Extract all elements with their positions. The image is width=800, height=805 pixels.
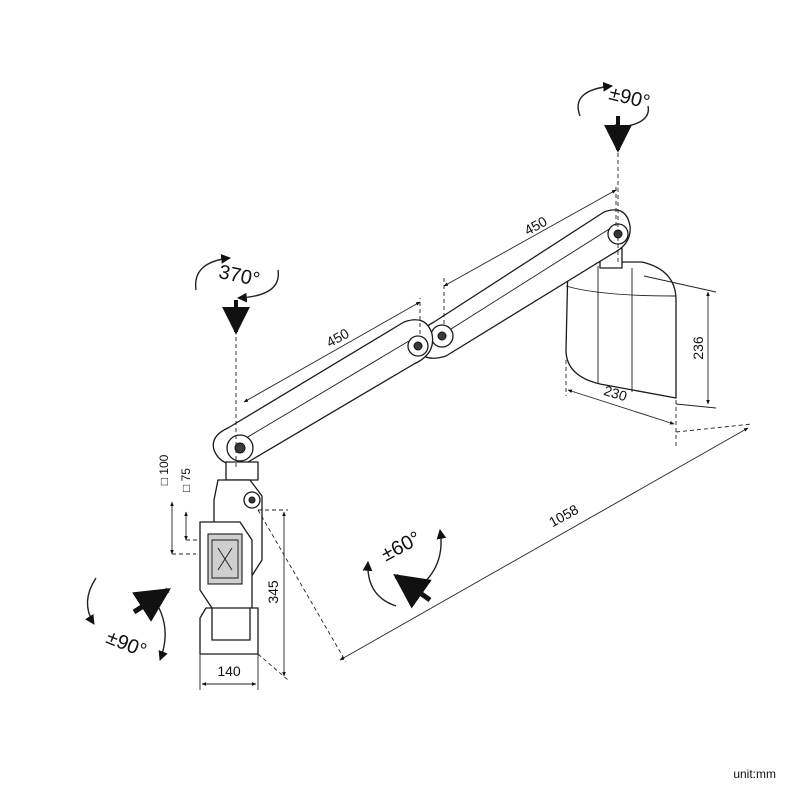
dim-vesa: □ 100 □ 75: [157, 454, 200, 555]
dim-label-upper-arm: 450: [323, 325, 351, 350]
rotation-label-base: ±90°: [607, 83, 652, 114]
dim-base-width: 230: [565, 360, 677, 448]
dim-head-width: 140: [199, 654, 259, 690]
dim-label-base-height: 236: [690, 336, 706, 360]
dim-label-head-width: 140: [217, 663, 241, 679]
rotation-monitor: ±90°: [85, 577, 171, 663]
dim-label-head-height: 345: [265, 580, 281, 604]
vesa-label-75: □ 75: [179, 468, 193, 492]
rotation-label-monitor: ±90°: [103, 627, 149, 663]
dim-label-base-width: 230: [602, 382, 629, 404]
vesa-label-100: □ 100: [157, 454, 171, 485]
monitor-head: [199, 461, 263, 655]
dim-head-height: 345: [257, 509, 289, 681]
dim-base-height: 236: [643, 275, 717, 409]
rotation-label-elbow: 370°: [217, 261, 262, 291]
unit-label: unit:mm: [733, 767, 776, 781]
rotation-tilt: ±60°: [362, 527, 447, 609]
dim-label-lower-arm: 450: [521, 213, 549, 238]
rotation-label-tilt: ±60°: [378, 527, 425, 566]
rotation-elbow-swivel: 370°: [194, 254, 279, 335]
dim-total-reach: 1058: [257, 423, 753, 663]
rotation-base-swivel: ±90°: [577, 81, 652, 153]
upper-arm: [212, 319, 434, 465]
